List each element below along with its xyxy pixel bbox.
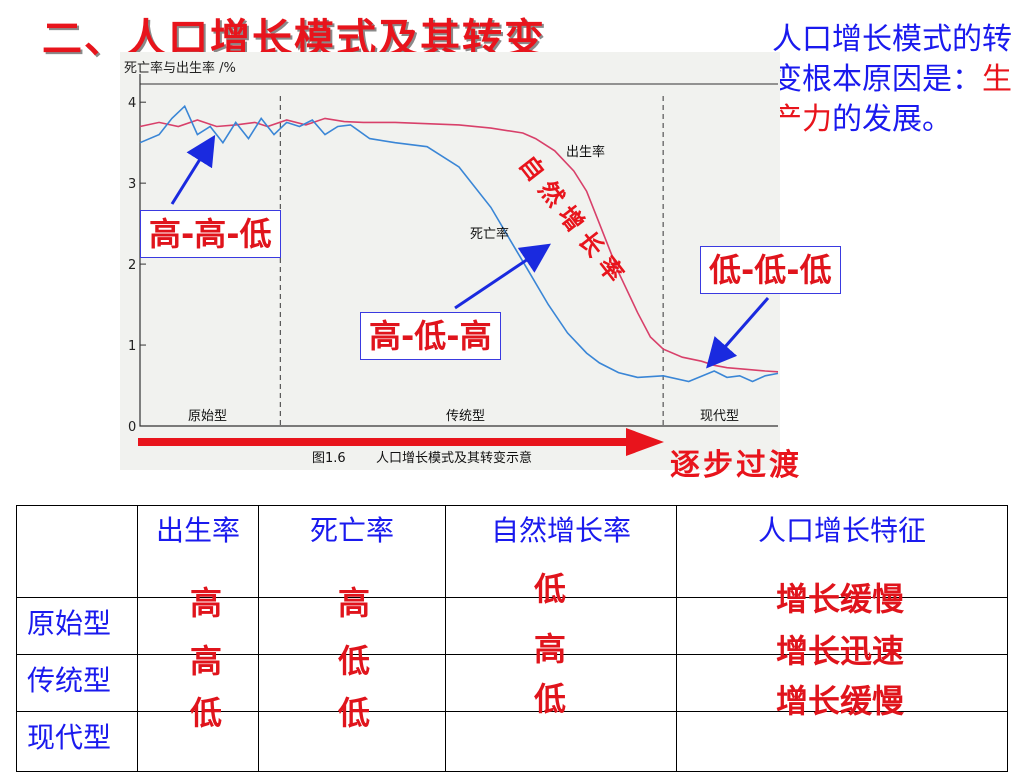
transition-label: 逐步过渡 (670, 448, 802, 483)
y-tick-label: 1 (128, 339, 136, 354)
population-chart: 死亡率与出生率 /% 4 3 2 1 0 出生率 死亡率 原始型 传统型 现代型 图1.… (120, 52, 780, 470)
transition-arrow-head (626, 428, 664, 456)
val-modern-feature: 增长缓慢 (775, 682, 904, 720)
callout-modern: 低-低-低 (700, 246, 841, 294)
table-corner (16, 505, 138, 598)
callout-arrow-primitive (170, 134, 216, 205)
val-traditional-natural: 高 (533, 630, 566, 668)
row-label-traditional: 传统型 (16, 654, 138, 712)
row-label-modern: 现代型 (16, 711, 138, 772)
reason-prefix: 人口增长模式的转变根本原因是： (772, 22, 1012, 97)
y-tick-label: 3 (128, 177, 136, 192)
callout-traditional: 高-低-高 (360, 312, 501, 360)
val-primitive-birth: 高 (189, 584, 222, 622)
val-primitive-feature: 增长缓慢 (775, 580, 904, 618)
val-primitive-natural: 低 (533, 570, 566, 608)
val-traditional-feature: 增长迅速 (775, 632, 904, 670)
chart-svg: 死亡率与出生率 /% 4 3 2 1 0 出生率 死亡率 原始型 传统型 现代型 图1.… (124, 60, 779, 466)
annotation-layer: 自然增长率 (138, 134, 770, 456)
val-modern-natural: 低 (533, 680, 566, 718)
header-death: 死亡率 (258, 505, 446, 598)
death-rate-label: 死亡率 (470, 226, 509, 242)
table-row: 传统型 (16, 654, 1008, 712)
table-row: 原始型 (16, 597, 1008, 655)
chart-ylabel: 死亡率与出生率 /% (124, 60, 236, 76)
callout-primitive: 高-高-低 (140, 210, 281, 258)
reason-note: 人口增长模式的转变根本原因是：生产力的发展。 (772, 20, 1022, 140)
y-tick-label: 2 (128, 258, 136, 273)
stage-label-primitive: 原始型 (188, 409, 227, 424)
reason-highlight: 生产力 (772, 62, 1012, 137)
caption-text: 人口增长模式及其转变示意 (376, 450, 532, 466)
header-feature: 人口增长特征 (676, 505, 1008, 598)
reason-suffix: 的发展。 (832, 102, 952, 137)
header-natural: 自然增长率 (445, 505, 677, 598)
caption-number: 图1.6 (312, 451, 346, 466)
comparison-table: 出生率 死亡率 自然增长率 人口增长特征 原始型 传统型 现代型 (16, 505, 1008, 772)
y-tick-label: 4 (128, 96, 136, 111)
val-traditional-death: 低 (337, 642, 370, 680)
natural-growth-label: 自然增长率 (513, 150, 634, 294)
val-traditional-birth: 高 (189, 642, 222, 680)
birth-rate-line (139, 117, 779, 373)
val-modern-death: 低 (337, 694, 370, 732)
stage-label-modern: 现代型 (700, 409, 739, 424)
stage-label-traditional: 传统型 (446, 409, 485, 424)
birth-rate-label: 出生率 (566, 144, 605, 160)
row-label-primitive: 原始型 (16, 597, 138, 655)
death-rate-line (139, 104, 779, 383)
header-birth: 出生率 (137, 505, 259, 598)
val-modern-birth: 低 (189, 694, 222, 732)
table-row: 现代型 (16, 711, 1008, 772)
y-tick-label: 0 (128, 420, 136, 435)
callout-arrow-modern (706, 297, 770, 369)
callout-arrow-traditional (454, 243, 551, 310)
val-primitive-death: 高 (337, 584, 370, 622)
